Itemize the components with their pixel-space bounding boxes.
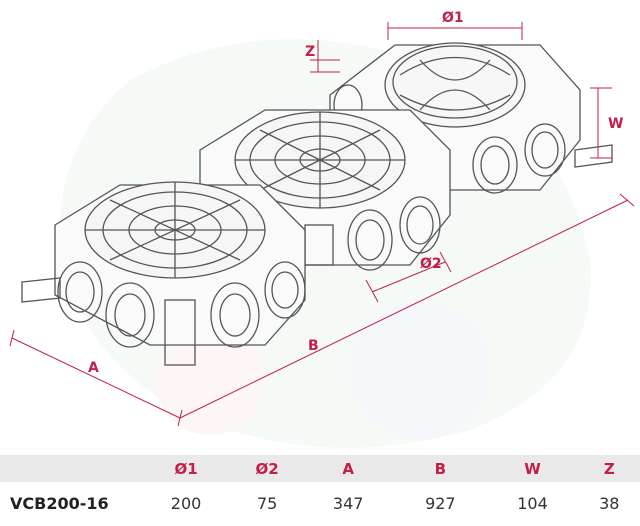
cell-d2: 75: [256, 493, 278, 513]
dimension-line-d2: [365, 251, 452, 303]
label-d2: Ø2: [420, 256, 442, 272]
header-d2: Ø2: [232, 455, 303, 482]
table-header-row: Ø1 Ø2 A B W Z: [0, 455, 640, 482]
label-a: A: [88, 360, 99, 376]
cell-b: 927: [425, 493, 456, 513]
mounting-bracket-right: [574, 144, 613, 168]
label-d1: Ø1: [442, 10, 464, 26]
header-z: Z: [578, 455, 640, 482]
header-blank: [0, 455, 140, 482]
spec-table: Ø1 Ø2 A B W Z VCB200-16 200 75 347 927 1…: [0, 455, 640, 524]
table-row: VCB200-16 200 75 347 927 104 38: [0, 482, 640, 524]
dimension-line-d1: [387, 22, 523, 40]
header-a: A: [302, 455, 395, 482]
dimension-line-b: [179, 193, 635, 419]
dimension-line-z: [310, 40, 340, 73]
dimension-line-w: [590, 87, 612, 159]
mounting-bracket-left: [21, 277, 61, 303]
cell-w: 104: [517, 493, 548, 513]
manifold-drawing: Ø1 Z W Ø2 A B: [9, 10, 635, 427]
label-b: B: [308, 338, 319, 354]
header-b: B: [394, 455, 487, 482]
label-w: W: [608, 116, 623, 132]
cell-a: 347: [332, 493, 364, 513]
cell-model: VCB200-16: [10, 493, 109, 513]
label-z: Z: [305, 44, 315, 60]
header-w: W: [486, 455, 579, 482]
header-d1: Ø1: [140, 455, 233, 482]
cell-d1: 200: [170, 493, 202, 513]
manifold-box-1: [54, 181, 306, 366]
cell-z: 38: [599, 493, 620, 513]
